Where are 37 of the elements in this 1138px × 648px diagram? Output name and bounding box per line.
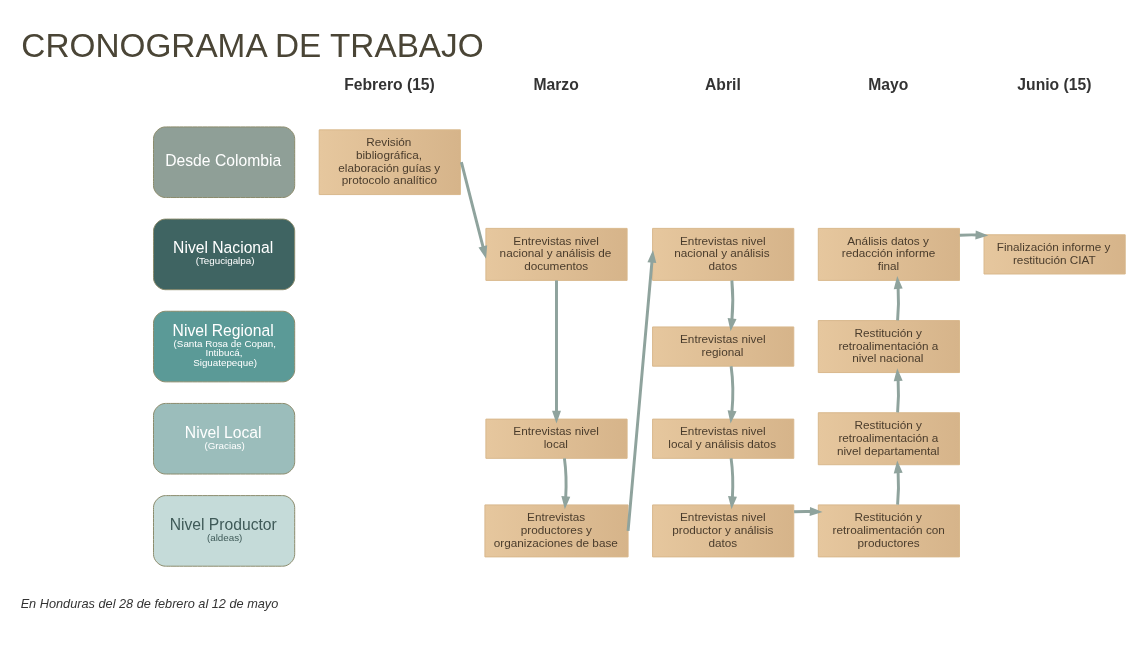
node-box: Restitución y retroalimentación a nivel nacional bbox=[817, 319, 960, 373]
arrow bbox=[893, 459, 903, 505]
node-box: Nivel Local (Gracias) bbox=[153, 402, 296, 474]
node-box: Nivel Productor (aldeas) bbox=[153, 494, 296, 567]
label: Marzo bbox=[533, 75, 579, 93]
arrow bbox=[459, 161, 488, 259]
arrow bbox=[893, 367, 903, 413]
node-box: Entrevistas nivel regional bbox=[652, 325, 795, 367]
node-box: Entrevistas nivel nacional y análisis de documentos bbox=[485, 227, 628, 281]
label: En Honduras del 28 de febrero al 12 de mayo bbox=[20, 595, 279, 611]
node-box: Desde Colombia bbox=[153, 125, 296, 198]
diagram-title: CRONOGRAMA DE TRABAJO bbox=[21, 26, 484, 64]
node-box: Entrevistas nivel local y análisis datos bbox=[652, 418, 795, 459]
arrow bbox=[626, 249, 657, 531]
node-box: Entrevistas productores y organizaciones de base bbox=[484, 503, 629, 557]
arrow bbox=[728, 457, 737, 509]
node-box: Restitución y retroalimentación con productores bbox=[817, 503, 960, 557]
label: Junio (15) bbox=[1017, 75, 1092, 93]
node-box: Entrevistas nivel nacional y análisis datos bbox=[652, 227, 795, 281]
arrow bbox=[959, 229, 989, 239]
label: Mayo bbox=[868, 75, 909, 93]
arrow bbox=[727, 279, 737, 331]
label: Abril bbox=[705, 75, 741, 93]
node-box: Finalización informe y restitución CIAT bbox=[983, 233, 1126, 274]
node-box: Restitución y retroalimentación a nivel departamental bbox=[817, 411, 960, 465]
arrow bbox=[561, 457, 571, 509]
arrow bbox=[893, 275, 903, 320]
node-box: Análisis datos y redacción informe final bbox=[817, 227, 960, 281]
node-box: Entrevistas nivel productor y análisis datos bbox=[652, 503, 795, 557]
node-box: Revisión bibliográfica, elaboración guías y protocolo analítico bbox=[318, 128, 461, 195]
node-box: Nivel Nacional (Tegucigalpa) bbox=[153, 218, 296, 290]
label: Febrero (15) bbox=[344, 75, 435, 93]
arrow bbox=[552, 279, 561, 423]
arrow bbox=[794, 506, 823, 516]
node-box: Entrevistas nivel local bbox=[485, 418, 628, 459]
arrow bbox=[727, 365, 737, 423]
node-box: Nivel Regional (Santa Rosa de Copan, Intibucá, Siguatepeque) bbox=[153, 310, 296, 382]
